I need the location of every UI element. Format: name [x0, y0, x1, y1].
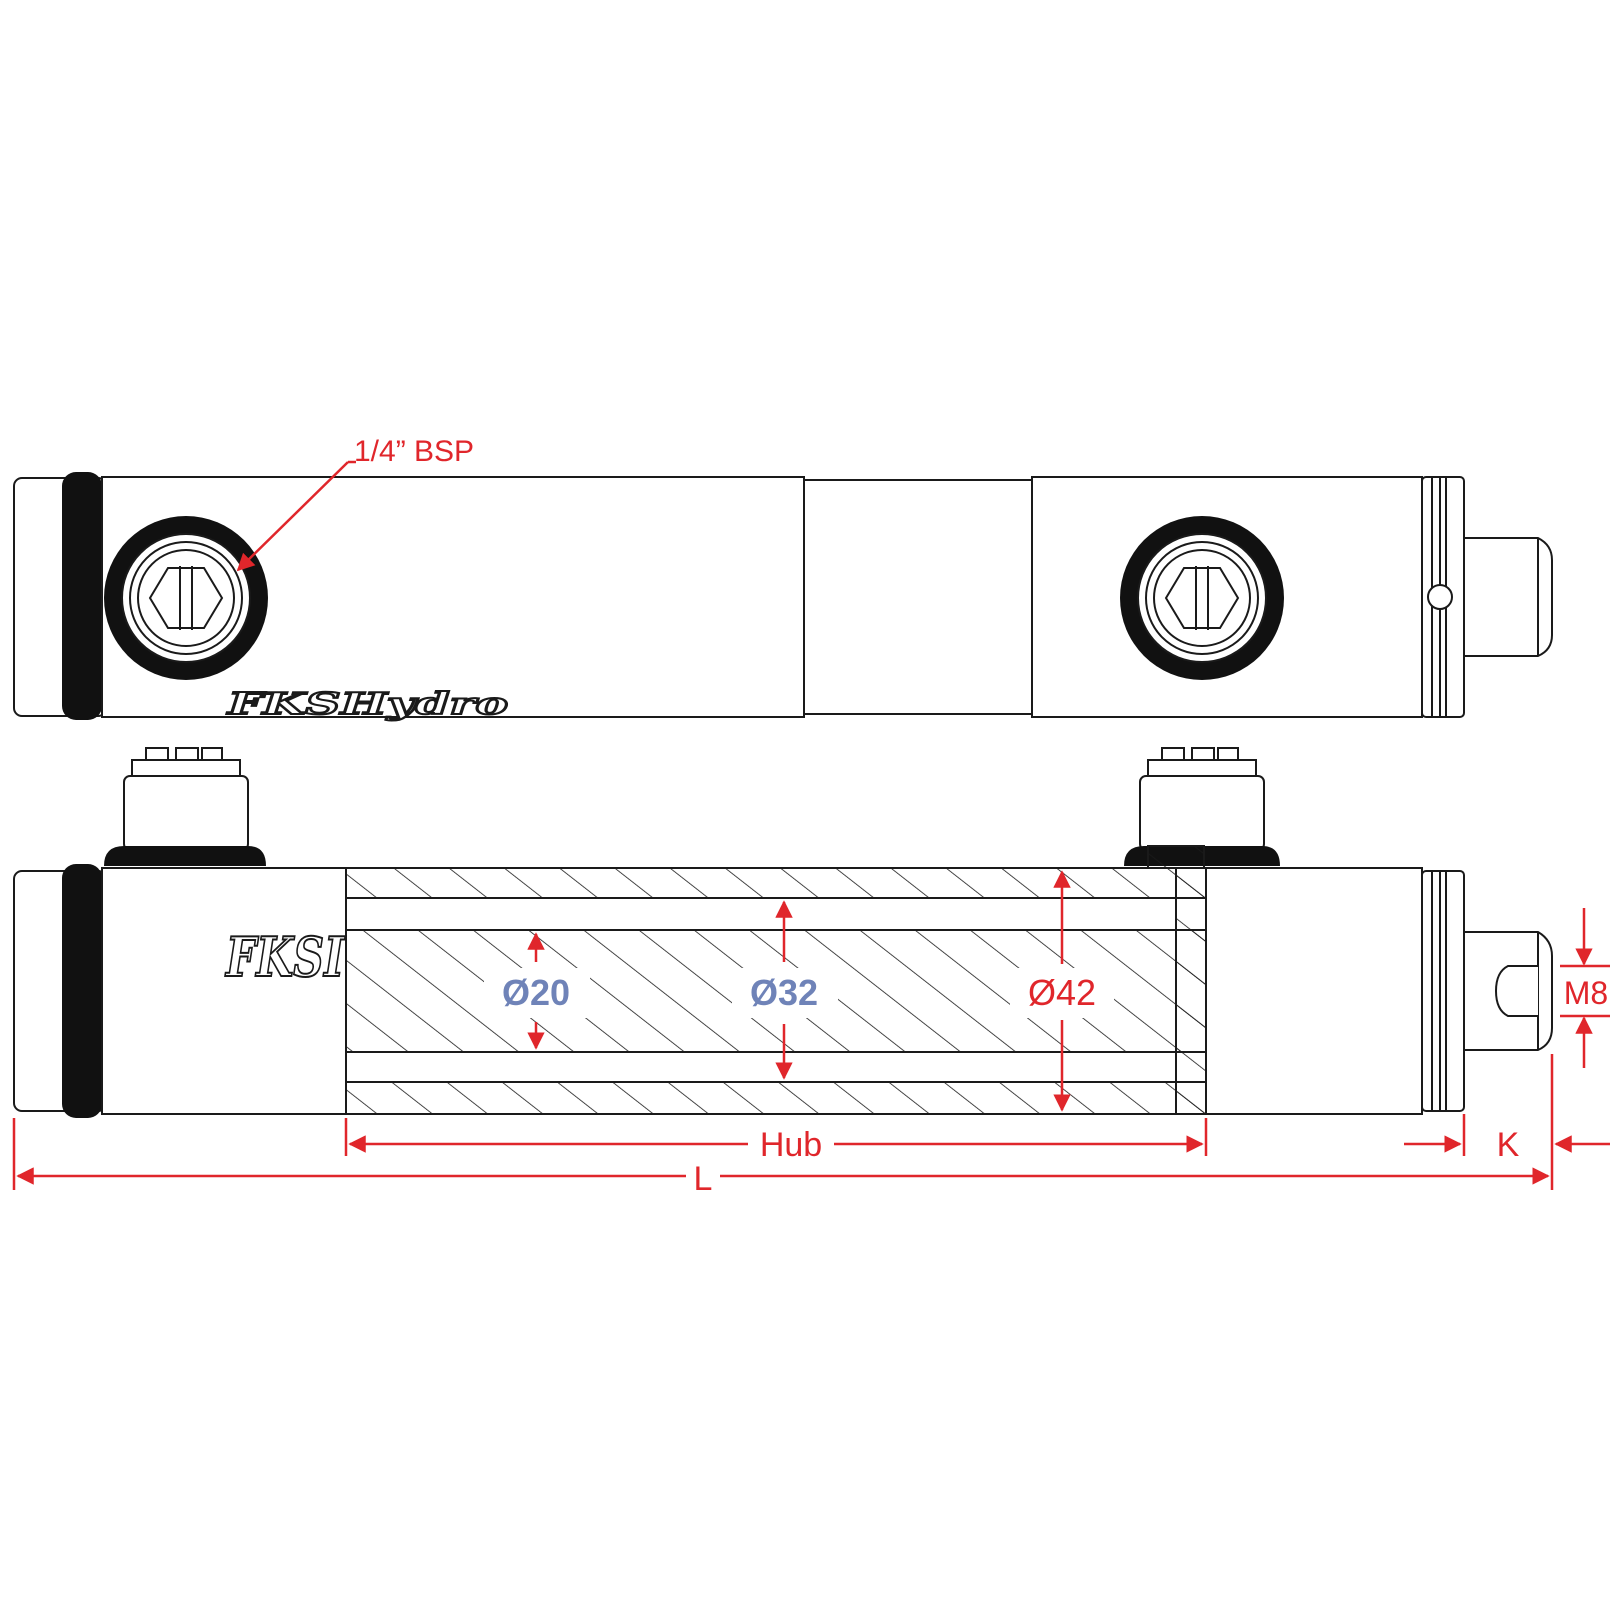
right-boss: [1139, 775, 1265, 851]
left-boss: [123, 775, 249, 851]
side-gland: [1421, 870, 1465, 1112]
length-label: L: [694, 1160, 713, 1198]
top-rod-end: [1463, 537, 1553, 657]
hex-icon: [1164, 567, 1240, 629]
port-label: 1/4” BSP: [354, 435, 474, 468]
side-left-head: [101, 867, 347, 1115]
section-barrel-bottom: [345, 1081, 1207, 1115]
outer-diameter-label: Ø42: [1028, 972, 1096, 1013]
pin-hole: [1427, 584, 1453, 610]
section-barrel-top: [345, 867, 1207, 899]
length-dimensions: [12, 1054, 1610, 1190]
left-boss-seal: [104, 846, 266, 866]
inner-dimensions: [527, 870, 1071, 1112]
top-rod: [803, 479, 1033, 715]
hex-icon: [148, 567, 224, 629]
stroke-label: Hub: [760, 1126, 822, 1164]
thread-label: M8: [1564, 975, 1608, 1011]
piston-diameter-label: Ø32: [750, 972, 818, 1013]
logo-side: FKSI: [224, 925, 345, 989]
k-label: K: [1497, 1126, 1520, 1164]
rod-diameter-label: Ø20: [502, 972, 570, 1013]
port-left: [104, 516, 268, 680]
side-left-seal-ring: [62, 864, 102, 1118]
thread-dimension: [1560, 908, 1610, 1068]
thread-bore: [1494, 965, 1538, 1017]
port-leader: [236, 461, 349, 572]
top-left-seal-ring: [62, 472, 102, 720]
logo-top: FKSHydro: [226, 687, 508, 722]
port-right: [1120, 516, 1284, 680]
side-right-head: [1205, 867, 1423, 1115]
